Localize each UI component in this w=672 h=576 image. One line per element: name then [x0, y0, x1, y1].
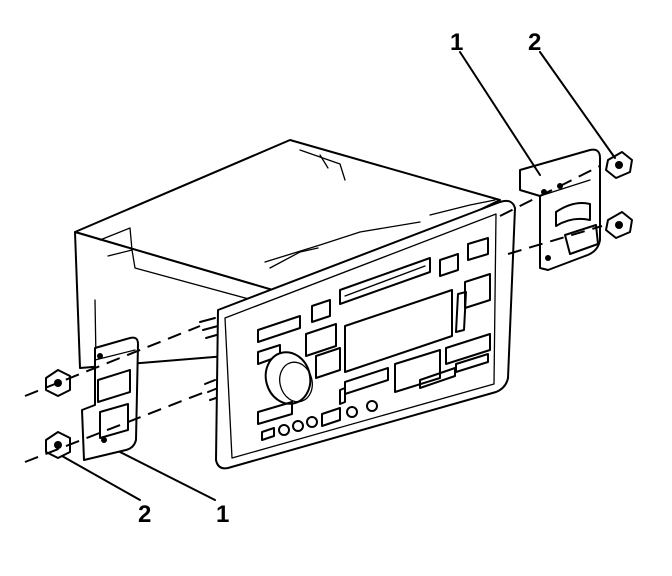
callout-bracket-left: 1 [216, 501, 229, 528]
alignment-lines [24, 165, 603, 463]
radio-faceplate [215, 199, 516, 470]
callout-nut-left: 2 [138, 501, 151, 528]
right-mounting-bracket [519, 148, 601, 271]
callout-nut-right: 2 [528, 29, 541, 56]
right-nut-upper [605, 151, 633, 179]
right-nut-lower [605, 211, 633, 239]
leader-lines [61, 51, 616, 501]
callout-bracket-right: 1 [450, 29, 463, 56]
